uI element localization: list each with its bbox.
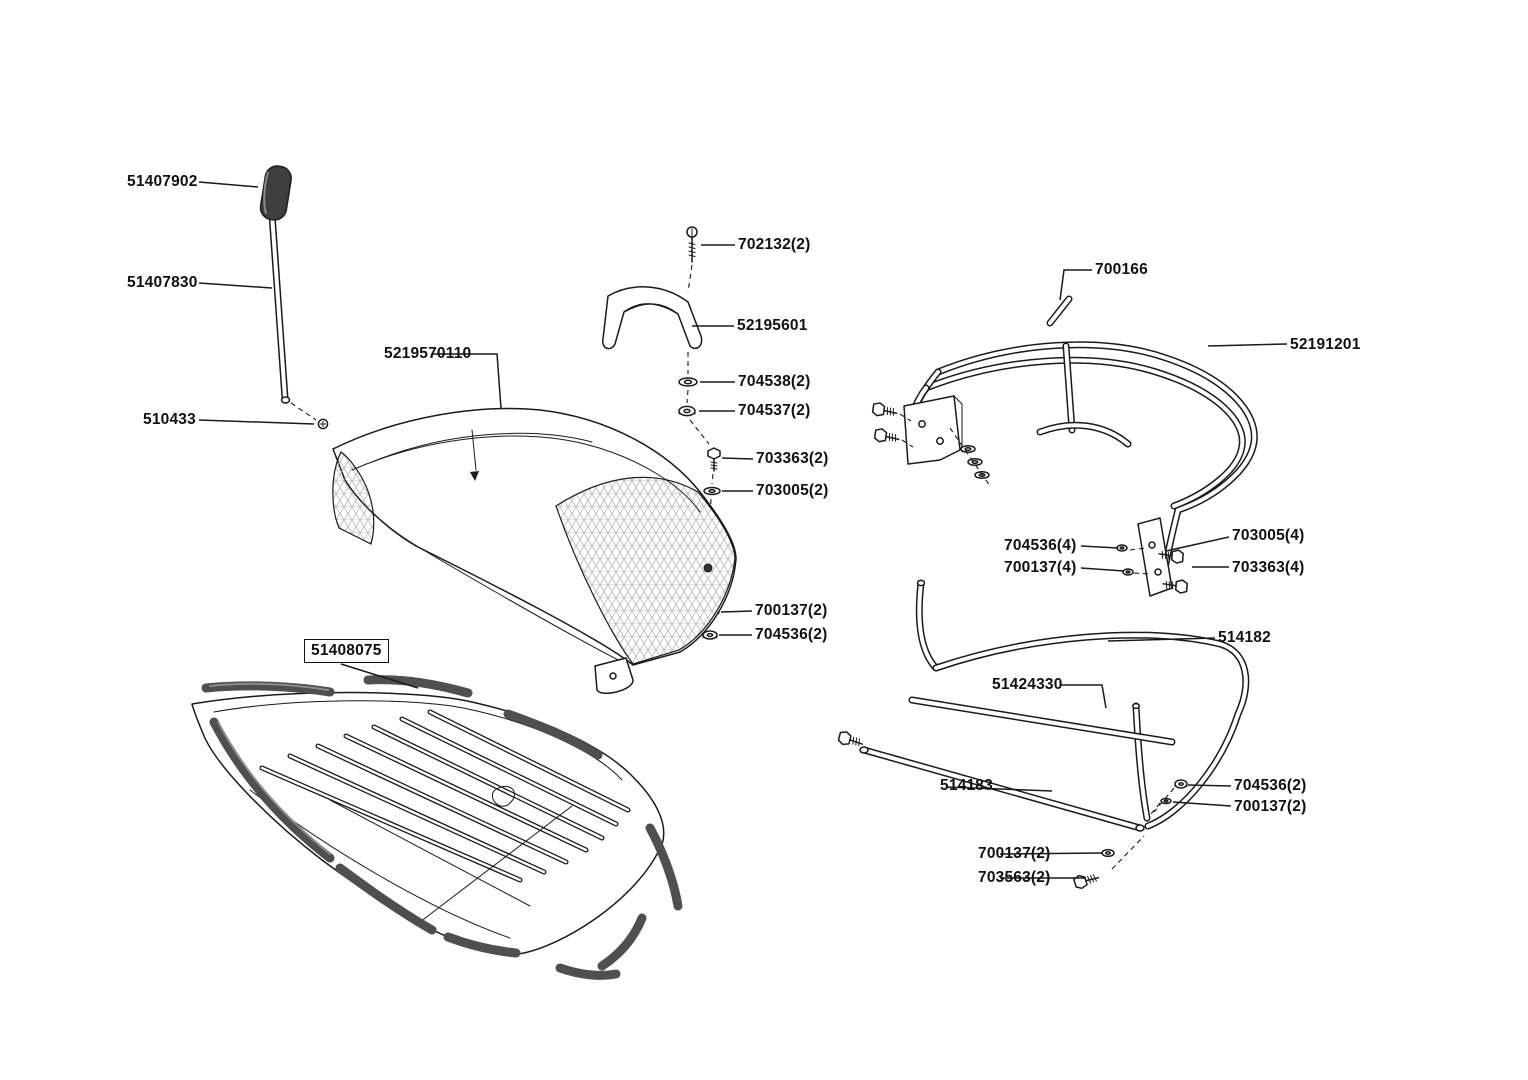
part-label-704536-2b: 704536(2) — [1234, 777, 1307, 794]
boot-cover-drawing — [191, 675, 683, 980]
part-label-51407902: 51407902 — [127, 173, 198, 190]
part-label-700137-2b: 700137(2) — [1234, 798, 1307, 815]
leader-lines — [198, 181, 1288, 879]
part-label-52195601: 52195601 — [737, 317, 808, 334]
part-label-514183: 514183 — [940, 777, 993, 794]
bow-frame-drawing — [837, 579, 1250, 891]
part-label-700137-4: 700137(4) — [1004, 559, 1077, 576]
part-label-704536-2a: 704536(2) — [755, 626, 828, 643]
top-cover-drawing — [332, 407, 737, 694]
part-label-700166: 700166 — [1095, 261, 1148, 278]
part-label-51424330: 51424330 — [992, 676, 1063, 693]
part-label-704538: 704538(2) — [738, 373, 811, 390]
part-label-700137-2c: 700137(2) — [978, 845, 1051, 862]
part-label-704537: 704537(2) — [738, 402, 811, 419]
part-label-5219570110: 5219570110 — [384, 345, 472, 362]
handle-rod-drawing — [259, 165, 329, 430]
rear-frame-drawing — [871, 295, 1258, 597]
part-label-51408075: 51408075 — [304, 639, 389, 663]
part-label-510433: 510433 — [143, 411, 196, 428]
part-label-51407830: 51407830 — [127, 274, 198, 291]
part-label-703005-4: 703005(4) — [1232, 527, 1305, 544]
part-label-703363-2: 703363(2) — [756, 450, 829, 467]
part-label-703563-2: 703563(2) — [978, 869, 1051, 886]
part-label-703005-2: 703005(2) — [756, 482, 829, 499]
part-label-700137-2a: 700137(2) — [755, 602, 828, 619]
part-label-702132: 702132(2) — [738, 236, 811, 253]
part-label-704536-4: 704536(4) — [1004, 537, 1077, 554]
part-label-703363-4: 703363(4) — [1232, 559, 1305, 576]
part-label-52191201: 52191201 — [1290, 336, 1361, 353]
screw-510433-drawing — [317, 418, 329, 430]
part-label-514182: 514182 — [1218, 629, 1271, 646]
